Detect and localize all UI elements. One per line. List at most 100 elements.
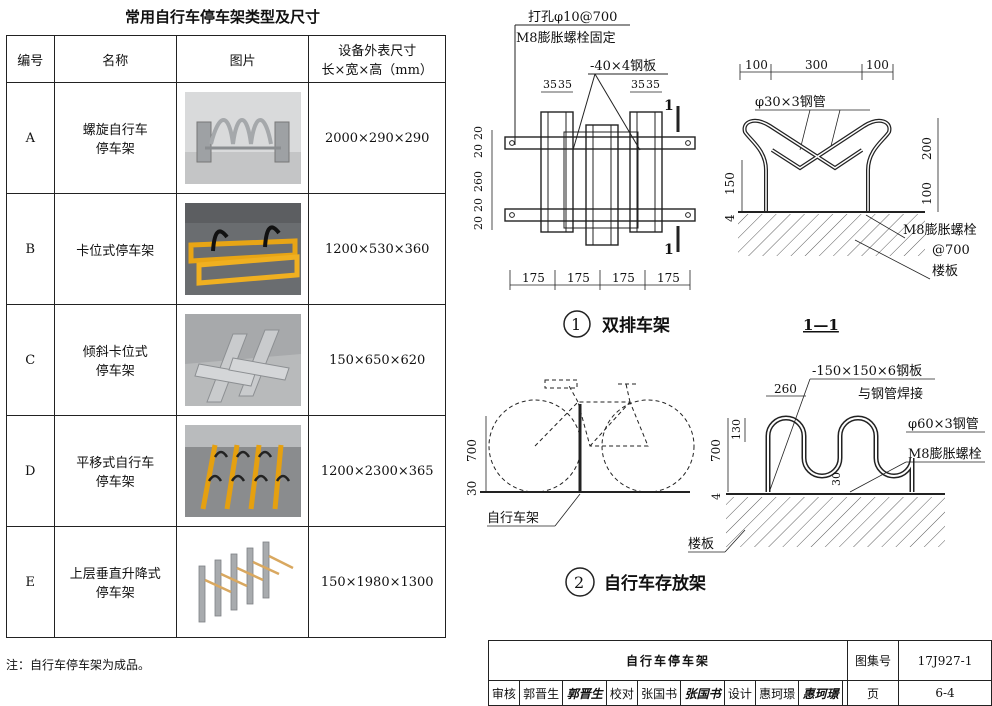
d2-bolt-label: M8膨胀螺栓 xyxy=(908,447,982,462)
designer-signature: 惠珂璟 xyxy=(798,680,843,706)
row-no: B xyxy=(6,193,55,305)
sec-dim-100b: 100 xyxy=(866,58,889,72)
dim-bottom-175d: 175 xyxy=(657,271,680,285)
sliding-rack-photo xyxy=(184,425,301,517)
spec-table: 编号 名称 图片 设备外表尺寸 长×宽×高（mm） A 螺旋自行车 停车架 xyxy=(6,35,446,638)
row-no: C xyxy=(6,304,55,416)
bicycle-outline xyxy=(488,379,695,493)
table-row: B 卡位式停车架 1200×530×360 xyxy=(6,193,446,305)
title-block: 自行车停车架 图集号 17J927-1 审核 郭晋生 郭晋生 校对 张国书 张国… xyxy=(488,640,992,706)
designer-name: 惠珂璟 xyxy=(754,680,800,706)
sec-pipe-label: φ30×3钢管 xyxy=(755,95,826,110)
row-no: D xyxy=(6,415,55,527)
reviewer-signature: 郭晋生 xyxy=(562,680,607,706)
dim-left-260: 260 xyxy=(472,171,485,192)
row-name: 倾斜卡位式 停车架 xyxy=(53,304,177,416)
table-row: C 倾斜卡位式 停车架 150×650×620 xyxy=(6,304,446,416)
dim-bottom-175b: 175 xyxy=(567,271,590,285)
reviewer-name: 郭晋生 xyxy=(518,680,564,706)
header-dim-line2: 长×宽×高（mm） xyxy=(321,63,433,78)
table-row: A 螺旋自行车 停车架 2000×290×290 xyxy=(6,82,446,194)
row-name-line1: 上层垂直升降式 xyxy=(69,567,161,582)
sec-bolt-label-1: M8膨胀螺栓 xyxy=(903,223,977,238)
row-name-line1: 螺旋自行车 xyxy=(82,123,148,138)
table-row: E 上层垂直升降式 停车架 xyxy=(6,526,446,638)
header-dimensions: 设备外表尺寸 长×宽×高（mm） xyxy=(308,35,446,83)
page-number: 6-4 xyxy=(898,680,992,706)
section-1-1: 100 300 100 φ30×3钢管 200 100 150 4 M8膨胀螺栓… xyxy=(723,58,977,334)
header-no: 编号 xyxy=(6,35,55,83)
row-name: 平移式自行车 停车架 xyxy=(53,415,177,527)
sec-bolt-label-2: @700 xyxy=(932,243,970,258)
row-photo-cell xyxy=(175,304,310,416)
drawing1-number: 1 xyxy=(571,315,581,334)
dim-left-20d: 20 xyxy=(472,216,485,230)
row-name-line2: 停车架 xyxy=(95,364,135,379)
atlas-number: 17J927-1 xyxy=(898,640,992,681)
d2-dim-4: 4 xyxy=(710,493,723,500)
row-photo-cell xyxy=(175,415,310,527)
row-name: 卡位式停车架 xyxy=(53,193,177,305)
row-dimensions: 150×1980×1300 xyxy=(308,526,446,638)
dim-left-20a: 20 xyxy=(472,126,485,140)
checker-name: 张国书 xyxy=(636,680,682,706)
check-label: 校对 xyxy=(605,680,638,706)
callout-hole: 打孔φ10@700 xyxy=(528,10,617,25)
dim-bottom-175a: 175 xyxy=(522,271,545,285)
d2-dim-700: 700 xyxy=(465,439,479,462)
sec-dim-100c: 100 xyxy=(920,182,934,205)
row-dimensions: 1200×530×360 xyxy=(308,193,446,305)
page-label: 页 xyxy=(847,680,899,706)
spiral-rack-photo xyxy=(184,92,301,184)
row-name-line2: 停车架 xyxy=(95,475,135,490)
table-row: D 平移式自行车 停车架 xyxy=(6,415,446,527)
dim-bottom-175c: 175 xyxy=(612,271,635,285)
section-mark-bottom: 1 xyxy=(664,242,674,258)
d2-dim-130: 130 xyxy=(730,419,743,440)
drawing1-caption: 双排车架 xyxy=(602,315,670,336)
d2-weld-label: 与钢管焊接 xyxy=(858,386,923,402)
drawing-area: 打孔φ10@700 M8膨胀螺栓固定 -40×4钢板 35 35 35 35 1… xyxy=(465,10,985,597)
callout-plate: -40×4钢板 xyxy=(590,59,656,74)
design-label: 设计 xyxy=(723,680,756,706)
dim-left-20c: 20 xyxy=(472,198,485,212)
drawing2-number: 2 xyxy=(574,573,584,592)
checker-signature: 张国书 xyxy=(680,680,725,706)
slot-rack-photo xyxy=(184,203,301,295)
callout-bolt: M8膨胀螺栓固定 xyxy=(516,31,616,46)
lift-rack-photo xyxy=(184,536,301,628)
review-label: 审核 xyxy=(488,680,520,706)
header-dim-line1: 设备外表尺寸 xyxy=(338,44,417,59)
sec-dim-200: 200 xyxy=(920,137,934,160)
table-header-row: 编号 名称 图片 设备外表尺寸 长×宽×高（mm） xyxy=(6,35,446,83)
d2-dim-30: 30 xyxy=(465,481,479,496)
row-name-line1: 平移式自行车 xyxy=(76,456,155,471)
d2-slab-label: 楼板 xyxy=(688,537,714,552)
bicycle-storage-drawing: 700 30 自行车架 -150×150×6钢板 与钢管焊接 260 130 7… xyxy=(465,364,985,597)
row-name-line2: 停车架 xyxy=(95,142,135,157)
row-no: A xyxy=(6,82,55,194)
dim-top-35c: 35 xyxy=(631,78,645,91)
sheet-title: 自行车停车架 xyxy=(488,640,848,681)
table-title: 常用自行车停车架类型及尺寸 xyxy=(124,8,320,26)
d2-plate-label: -150×150×6钢板 xyxy=(812,364,922,379)
atlas-label: 图集号 xyxy=(847,640,899,681)
sec-dim-4: 4 xyxy=(723,214,737,222)
row-name-line2: 停车架 xyxy=(95,586,135,601)
row-dimensions: 1200×2300×365 xyxy=(308,415,446,527)
section-mark-top: 1 xyxy=(664,98,674,114)
row-name-line1: 倾斜卡位式 xyxy=(82,345,148,360)
row-photo-cell xyxy=(175,193,310,305)
sec-slab-label: 楼板 xyxy=(932,264,958,279)
sec-dim-100a: 100 xyxy=(745,58,768,72)
d2-dim-700b: 700 xyxy=(709,439,723,462)
row-photo-cell xyxy=(175,526,310,638)
row-dimensions: 2000×290×290 xyxy=(308,82,446,194)
d2-rack-label: 自行车架 xyxy=(487,510,539,526)
header-name: 名称 xyxy=(53,35,177,83)
row-no: E xyxy=(6,526,55,638)
row-photo-cell xyxy=(175,82,310,194)
inclined-rack-photo xyxy=(184,314,301,406)
table-note: 注：自行车停车架为成品。 xyxy=(6,658,151,672)
d2-dim-260: 260 xyxy=(774,382,797,396)
